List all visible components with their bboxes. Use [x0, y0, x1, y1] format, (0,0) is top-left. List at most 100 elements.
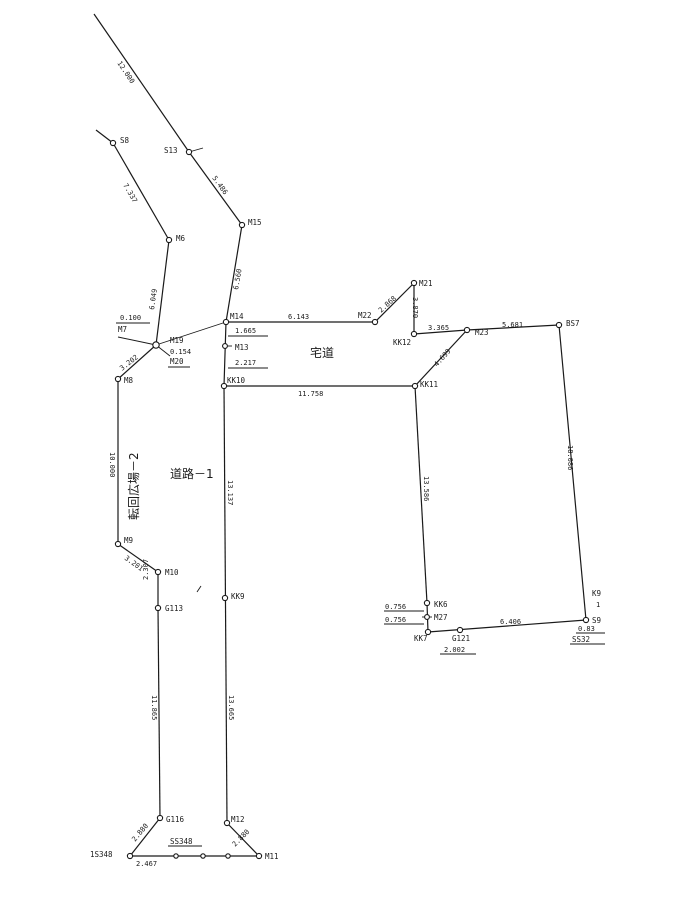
line-kk11-kk6 [414, 385, 428, 604]
station-marker-kk11 [411, 382, 419, 390]
distance-label: 6.049 [148, 288, 159, 310]
station-label-1s348: 1S348 [90, 850, 113, 859]
station-marker-m9 [114, 540, 122, 548]
station-marker-m15 [238, 221, 246, 229]
station-label-kk6: KK6 [434, 600, 448, 609]
line-m19-m8 [117, 344, 157, 380]
station-label-kk9: KK9 [231, 592, 245, 601]
distance-label: 0.83 [578, 625, 595, 633]
line-s13-m15 [188, 151, 243, 226]
station-label-m15: M15 [248, 218, 262, 227]
station-label-m9: M9 [124, 536, 133, 545]
line-m6-m19 [155, 239, 170, 346]
distance-label: 13.586 [422, 476, 430, 501]
distance-label: 0.154 [170, 348, 191, 356]
line-bs7-s9 [558, 324, 587, 621]
distance-label: 2.467 [136, 860, 157, 868]
line-m23-bs7 [466, 324, 560, 331]
distance-label: 12.000 [115, 60, 136, 85]
station-label-m7: M7 [118, 325, 127, 334]
station-marker-m27 [424, 614, 430, 620]
station-marker-s9 [582, 616, 590, 624]
station-marker-m6 [165, 236, 173, 244]
distance-label: 1.665 [235, 327, 256, 335]
station-label-kk12: KK12 [393, 338, 411, 347]
station-label-m20: M20 [170, 357, 184, 366]
distance-label: 2.307 [142, 559, 150, 580]
line-s8-top [95, 129, 114, 144]
distance-label: 6.560 [232, 268, 244, 290]
station-label-m8: M8 [124, 376, 134, 385]
line-m12-m11 [226, 822, 260, 857]
station-marker-g116 [156, 814, 164, 822]
distance-label: 0.756 [385, 616, 406, 624]
station-marker-g121 [456, 626, 464, 634]
station-label-kk10: KK10 [227, 376, 246, 385]
distance-label: 3.870 [411, 297, 419, 318]
line-s9-kk7 [427, 619, 587, 633]
station-label-g121: G121 [452, 634, 470, 643]
station-label-s8: S8 [120, 136, 130, 145]
station-label-kk7: KK7 [414, 634, 428, 643]
distance-label: 3.365 [428, 324, 449, 332]
station-label-m14: M14 [230, 312, 244, 321]
station-markers [109, 139, 590, 860]
station-marker-m11 [255, 852, 263, 860]
station-marker-m22 [371, 318, 379, 326]
area-label-road1: 道路－1 [170, 466, 214, 481]
station-label-m6: M6 [176, 234, 186, 243]
distance-label: 1 [596, 601, 600, 609]
station-label-kk11: KK11 [420, 380, 438, 389]
line-m7-m19 [117, 336, 157, 346]
station-label-m13: M13 [235, 343, 249, 352]
distance-labels: 12.000 7.337 5.486 6.049 6.560 6.143 2.8… [108, 60, 600, 868]
area-label-road2: 転回広場－2 [127, 452, 141, 520]
station-marker-g113 [154, 604, 162, 612]
area-label-residential: 宅道 [310, 345, 334, 360]
station-marker-m13 [222, 343, 228, 349]
distance-label: 13.665 [227, 695, 235, 720]
distance-label: 0.756 [385, 603, 406, 611]
station-marker-bottom-b [200, 853, 206, 859]
distance-label: 18.086 [566, 445, 574, 470]
station-label-m10: M10 [165, 568, 179, 577]
station-label-ss32: SS32 [572, 635, 590, 644]
station-marker-s13 [185, 148, 193, 156]
distance-label: 2.217 [235, 359, 256, 367]
line-g116-1s348 [129, 817, 161, 857]
station-label-m21: M21 [419, 279, 433, 288]
distance-label: 6.406 [500, 618, 521, 626]
station-label-g113: G113 [165, 604, 183, 613]
area-labels: 道路－1 転回広場－2 宅道 [127, 345, 334, 520]
distance-label: 0.100 [120, 314, 141, 322]
station-marker-bs7 [555, 321, 563, 329]
distance-label: 11.758 [298, 390, 323, 398]
distance-label: 2.880 [130, 822, 150, 843]
distance-label: 5.681 [502, 321, 523, 329]
line-m19-m14 [155, 321, 227, 346]
distance-label: 11.865 [150, 695, 158, 720]
station-label-s9: S9 [592, 616, 601, 625]
line-m9-m10 [117, 543, 159, 573]
station-marker-kk10 [220, 382, 228, 390]
station-label-m23: M23 [475, 328, 489, 337]
station-label-m12: M12 [231, 815, 245, 824]
station-marker-bottom-a [173, 853, 179, 859]
station-labels: S13 S8 M15 M6 M21 M14 M22 BS7 M23 KK12 M… [90, 136, 601, 861]
distance-label: 2.868 [377, 294, 398, 314]
station-label-m11: M11 [265, 852, 279, 861]
station-marker-m23 [463, 326, 471, 334]
line-m22-m21 [374, 282, 415, 323]
station-marker-m14 [222, 318, 230, 326]
station-marker-m12 [223, 819, 231, 827]
station-marker-s8 [109, 139, 117, 147]
station-label-m19: M19 [170, 336, 184, 345]
traverse-lines [93, 13, 605, 857]
station-label-bs7: BS7 [566, 319, 580, 328]
line-g113-g116 [157, 607, 161, 819]
distance-label: 10.000 [108, 452, 116, 477]
station-marker-kk9 [221, 594, 229, 602]
distance-label: 7.337 [121, 182, 138, 204]
station-label-m27: M27 [434, 613, 448, 622]
